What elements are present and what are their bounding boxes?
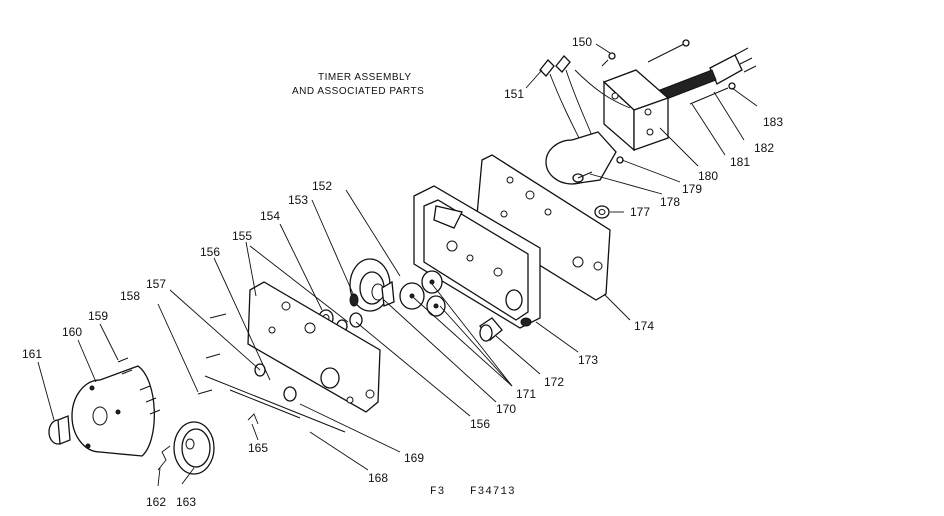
screw-150 [601,52,616,67]
leader-lines [37,43,758,487]
motor-housing-box [602,69,670,152]
rear-plate-174 [475,154,611,301]
callout-180: 180 [698,169,718,183]
callout-171: 171 [516,387,536,401]
callout-170: 170 [496,402,516,416]
callout-154: 154 [260,209,280,223]
long-screw-182 [689,82,736,105]
callout-155: 155 [232,229,252,243]
callout-182: 182 [754,141,774,155]
timer-motor [545,131,617,185]
screw-158 [197,389,213,395]
callout-173: 173 [578,353,598,367]
callout-labels: 150 151 183 182 181 180 179 178 177 174 … [22,35,783,509]
callout-177: 177 [630,205,650,219]
callout-163: 163 [176,495,196,509]
callout-172: 172 [544,375,564,389]
figure-code: F34713 [470,486,516,498]
callout-160: 160 [62,325,82,339]
knob-161 [48,415,71,445]
gear-171c [426,295,446,317]
shaft-168 [204,375,346,433]
callout-178: 178 [660,195,680,209]
callout-159: 159 [88,309,108,323]
callout-181: 181 [730,155,750,169]
spring-162 [157,445,171,471]
callout-161: 161 [22,347,42,361]
screws-159 [117,357,161,415]
washer-177 [594,205,610,219]
screw-155 [209,313,227,319]
gear-171b [421,270,443,294]
title-line-2: AND ASSOCIATED PARTS [292,86,424,97]
large-gear-152 [349,258,395,312]
clip-165 [247,413,259,425]
power-cord-plug [659,47,757,101]
callout-162: 162 [146,495,166,509]
callout-156-lower: 156 [470,417,490,431]
callout-150: 150 [572,35,592,49]
callout-169: 169 [404,451,424,465]
callout-168: 168 [368,471,388,485]
callout-153: 153 [288,193,308,207]
title-line-1: TIMER ASSEMBLY [318,72,412,83]
dial-gear-163 [173,421,215,475]
callout-157: 157 [146,277,166,291]
callout-179: 179 [682,182,702,196]
bushing-172 [479,317,503,342]
front-plate-169 [247,281,381,413]
callout-174: 174 [634,319,654,333]
callout-151: 151 [504,87,524,101]
callout-152: 152 [312,179,332,193]
pinion-153 [349,293,359,307]
callout-183: 183 [763,115,783,129]
callout-165: 165 [248,441,268,455]
dial-housing-160 [71,365,155,457]
callout-158: 158 [120,289,140,303]
gear-housing-173 [413,185,541,329]
gear-171a [399,282,425,310]
long-screw-183 [647,39,690,63]
wire-nuts-151 [539,55,631,141]
callout-156-upper: 156 [200,245,220,259]
figure-number: F3 [430,486,445,498]
screw-157 [205,353,221,359]
